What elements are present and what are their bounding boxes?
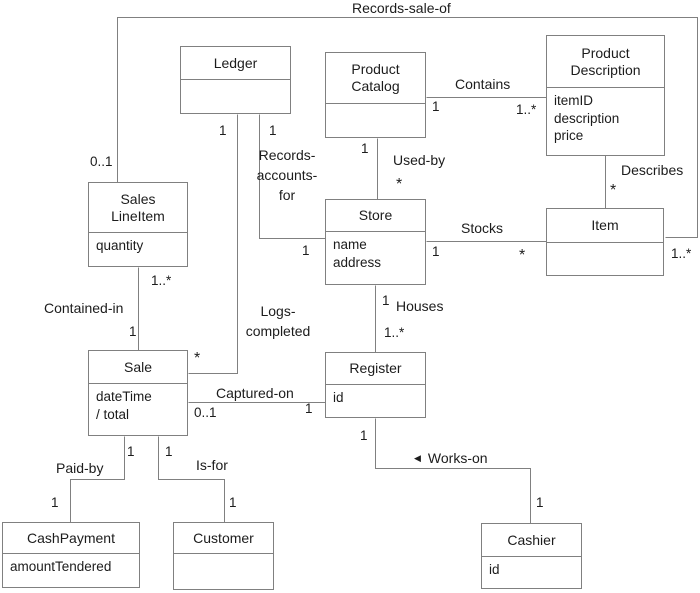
mult-records-sale-of-item: 1..*: [671, 246, 692, 261]
mult-records-accounts-for-store: 1: [302, 243, 310, 258]
assoc-label-records-accounts-for: Records- accounts- for: [256, 147, 318, 203]
class-title: Store: [326, 200, 425, 232]
mult-contains-productdescription: 1..*: [516, 102, 537, 117]
class-sale: Sale dateTime / total: [88, 350, 188, 436]
class-attributes: id: [482, 557, 581, 588]
class-title: Customer: [174, 523, 273, 554]
class-attributes: dateTime / total: [89, 384, 187, 435]
class-title: Cashier: [482, 524, 581, 557]
assoc-label-contained-in: Contained-in: [44, 300, 124, 316]
class-title: Sale: [89, 351, 187, 384]
mult-contained-in-sale: 1: [129, 324, 137, 339]
mult-is-for-customer: 1: [229, 495, 237, 510]
class-title: Sales LineItem: [89, 183, 187, 233]
mult-describes-item: *: [610, 182, 617, 199]
assoc-label-records-sale-of: Records-sale-of: [352, 0, 451, 16]
class-attribute: id: [333, 390, 344, 405]
mult-records-sale-of-saleslineitem: 0..1: [90, 154, 113, 169]
class-attributes: name address: [326, 232, 425, 284]
assoc-label-houses: Houses: [396, 298, 444, 314]
mult-contained-in-saleslineitem: 1..*: [151, 273, 172, 288]
class-title: Product Description: [547, 36, 664, 88]
assoc-label-is-for: Is-for: [196, 457, 228, 473]
class-attributes: quantity: [89, 233, 187, 266]
assoc-label-contains: Contains: [455, 76, 511, 92]
class-sales-line-item: Sales LineItem quantity: [88, 182, 188, 267]
connector-is-for: [158, 436, 225, 523]
class-attribute: address: [333, 254, 382, 270]
assoc-label-text: Works-on: [427, 450, 488, 466]
class-attributes: [181, 80, 290, 113]
class-cash-payment: CashPayment amountTendered: [2, 522, 140, 588]
class-ledger: Ledger: [180, 46, 291, 114]
assoc-label-describes: Describes: [621, 162, 684, 178]
class-attribute: itemID: [554, 93, 594, 108]
mult-houses-store: 1: [382, 293, 390, 308]
class-attributes: itemID description price: [547, 88, 664, 155]
class-attribute: amountTendered: [10, 559, 112, 574]
mult-stocks-item: *: [519, 247, 526, 264]
connector-works-on: [375, 418, 531, 524]
class-attribute: price: [554, 128, 584, 143]
mult-stocks-store: 1: [432, 244, 440, 259]
class-customer: Customer: [173, 522, 274, 590]
mult-works-on-register: 1: [360, 428, 368, 443]
mult-paid-by-cashpayment: 1: [51, 495, 59, 510]
connector-logs-completed: [188, 114, 238, 374]
class-cashier: Cashier id: [481, 523, 582, 589]
mult-works-on-cashier: 1: [536, 495, 544, 510]
mult-is-for-sale: 1: [165, 444, 173, 459]
connector-records-accounts-for: [259, 114, 326, 239]
class-product-description: Product Description itemID description p…: [546, 35, 665, 156]
class-attribute: / total: [96, 406, 130, 422]
mult-records-accounts-for-ledger: 1: [269, 123, 277, 138]
assoc-label-used-by: Used-by: [393, 152, 446, 168]
mult-contains-productcatalog: 1: [432, 99, 440, 114]
class-title: Product Catalog: [326, 53, 425, 104]
class-item: Item: [546, 208, 664, 276]
mult-used-by-productcatalog: 1: [361, 141, 369, 156]
connector-records-sale-of: [117, 17, 698, 238]
class-attribute: id: [489, 562, 500, 577]
class-title: Item: [547, 209, 663, 243]
mult-houses-register: 1..*: [384, 325, 405, 340]
class-attributes: amountTendered: [3, 554, 139, 587]
class-attribute: description: [554, 110, 620, 126]
mult-captured-on-register: 1: [305, 401, 313, 416]
class-title: Ledger: [181, 47, 290, 80]
class-title: Register: [326, 353, 425, 385]
mult-logs-completed-ledger: 1: [219, 123, 227, 138]
class-title: CashPayment: [3, 523, 139, 554]
assoc-label-stocks: Stocks: [461, 220, 504, 236]
class-attribute: quantity: [96, 238, 144, 253]
class-attributes: id: [326, 385, 425, 417]
class-attribute: dateTime: [96, 389, 152, 404]
assoc-label-captured-on: Captured-on: [216, 385, 294, 401]
class-store: Store name address: [325, 199, 426, 285]
mult-used-by-store: *: [396, 176, 403, 193]
mult-logs-completed-sale: *: [194, 350, 201, 367]
connector-paid-by: [70, 436, 125, 523]
assoc-label-logs-completed: Logs- completed: [245, 303, 311, 339]
class-attributes: [174, 554, 273, 589]
class-product-catalog: Product Catalog: [325, 52, 426, 138]
class-register: Register id: [325, 352, 426, 418]
mult-paid-by-sale: 1: [127, 444, 135, 459]
assoc-label-paid-by: Paid-by: [56, 460, 104, 476]
class-attributes: [547, 243, 663, 275]
class-attribute: name: [333, 237, 367, 252]
mult-captured-on-sale: 0..1: [194, 405, 217, 420]
reading-direction-arrow: ◀: [414, 453, 421, 463]
assoc-label-works-on: ◀ Works-on: [414, 451, 488, 466]
class-attributes: [326, 104, 425, 137]
